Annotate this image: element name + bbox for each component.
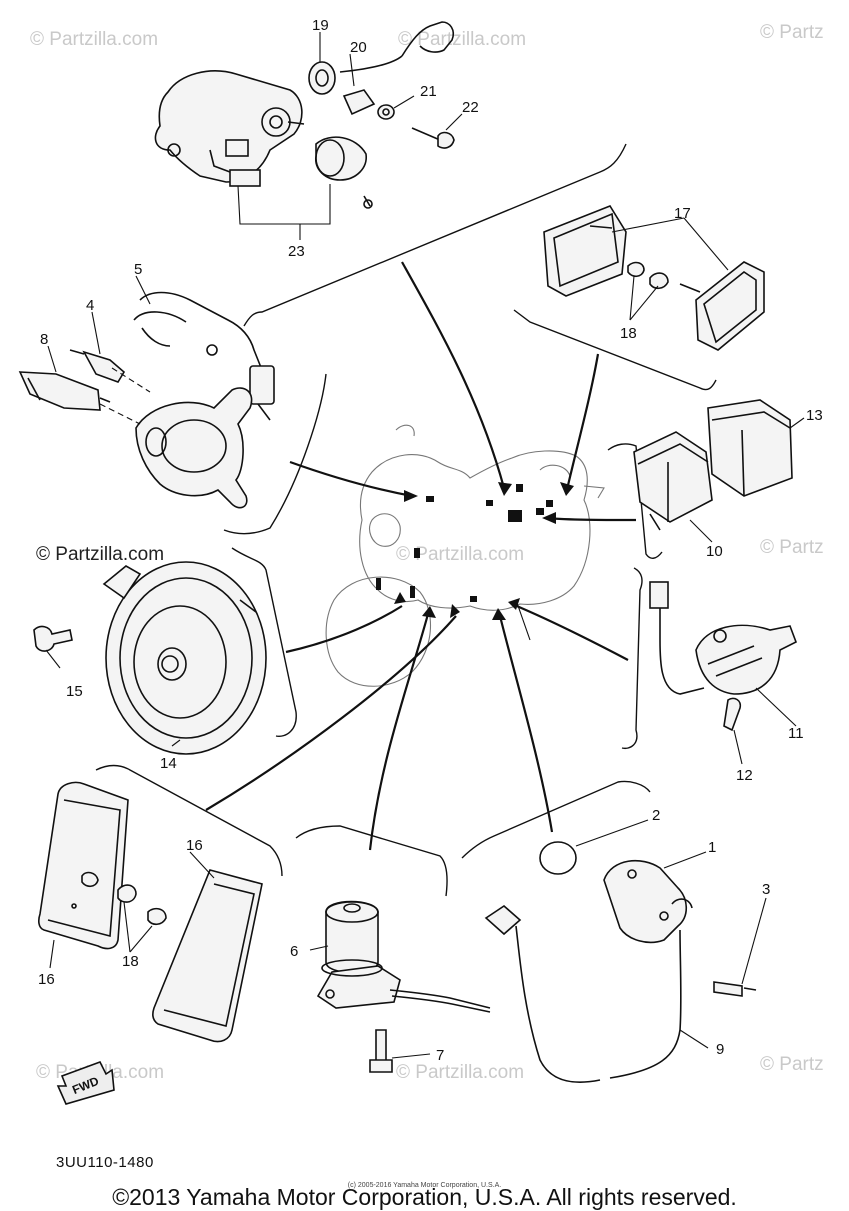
switch-group-left: [18, 291, 275, 509]
callout-13: 13: [806, 407, 823, 424]
callout-15: 15: [66, 683, 83, 700]
callout-2: 2: [652, 807, 660, 824]
solenoid-group: [316, 900, 491, 1073]
watermark: © Partzilla.com: [396, 1062, 524, 1083]
callout-18: 18: [122, 953, 139, 970]
callout-7: 7: [436, 1047, 444, 1064]
group-frames: [95, 143, 717, 897]
callout-21: 21: [420, 83, 437, 100]
callout-9: 9: [716, 1041, 724, 1058]
copyright-notice: ©2013 Yamaha Motor Corporation, U.S.A. A…: [112, 1184, 737, 1210]
callout-10: 10: [706, 543, 723, 560]
callout-3: 3: [762, 881, 770, 898]
watermark: © Partzilla.com: [396, 544, 524, 565]
pointer-arrows: [205, 261, 637, 851]
callout-20: 20: [350, 39, 367, 56]
relay-group: [633, 399, 793, 531]
vehicle-outline: [325, 424, 605, 687]
reflector-16-group: [38, 781, 263, 1043]
callout-14: 14: [160, 755, 177, 772]
callout-5: 5: [134, 261, 142, 278]
callout-23: 23: [288, 243, 305, 260]
horn-group: [33, 561, 267, 755]
watermark: © Partz: [760, 22, 824, 43]
sensor-wire-group: [484, 841, 757, 1083]
watermark: © Partz: [760, 1054, 824, 1075]
callout-17: 17: [674, 205, 691, 222]
watermark: © Partzilla.com: [36, 544, 164, 565]
callout-4: 4: [86, 297, 94, 314]
neutral-switch-group: [649, 581, 798, 732]
small-copyright-notice: (c) 2005-2016 Yamaha Motor Corporation, …: [347, 1182, 502, 1189]
callout-22: 22: [462, 99, 479, 116]
diagram-code: 3UU110-1480: [56, 1154, 154, 1171]
callout-1: 1: [708, 839, 716, 856]
callout-numbers: 19 20 21 22 23 5 4 8 17 18 13 10 15 14 1…: [38, 17, 823, 1064]
callout-19: 19: [312, 17, 329, 34]
sensor-assembly: [154, 21, 455, 209]
callout-11: 11: [788, 725, 804, 742]
callout-18: 18: [620, 325, 637, 342]
callout-6: 6: [290, 943, 298, 960]
callout-8: 8: [40, 331, 48, 348]
leader-lines: [45, 32, 805, 1059]
watermarks: © Partzilla.com © Partzilla.com © Partz …: [30, 22, 824, 1083]
reflector-17-group: [543, 205, 765, 351]
callout-12: 12: [736, 767, 753, 784]
callout-16: 16: [38, 971, 55, 988]
watermark: © Partz: [760, 537, 824, 558]
watermark: © Partzilla.com: [398, 29, 526, 50]
callout-16: 16: [186, 837, 203, 854]
fwd-arrow: FWD: [56, 1061, 115, 1105]
watermark: © Partzilla.com: [30, 29, 158, 50]
